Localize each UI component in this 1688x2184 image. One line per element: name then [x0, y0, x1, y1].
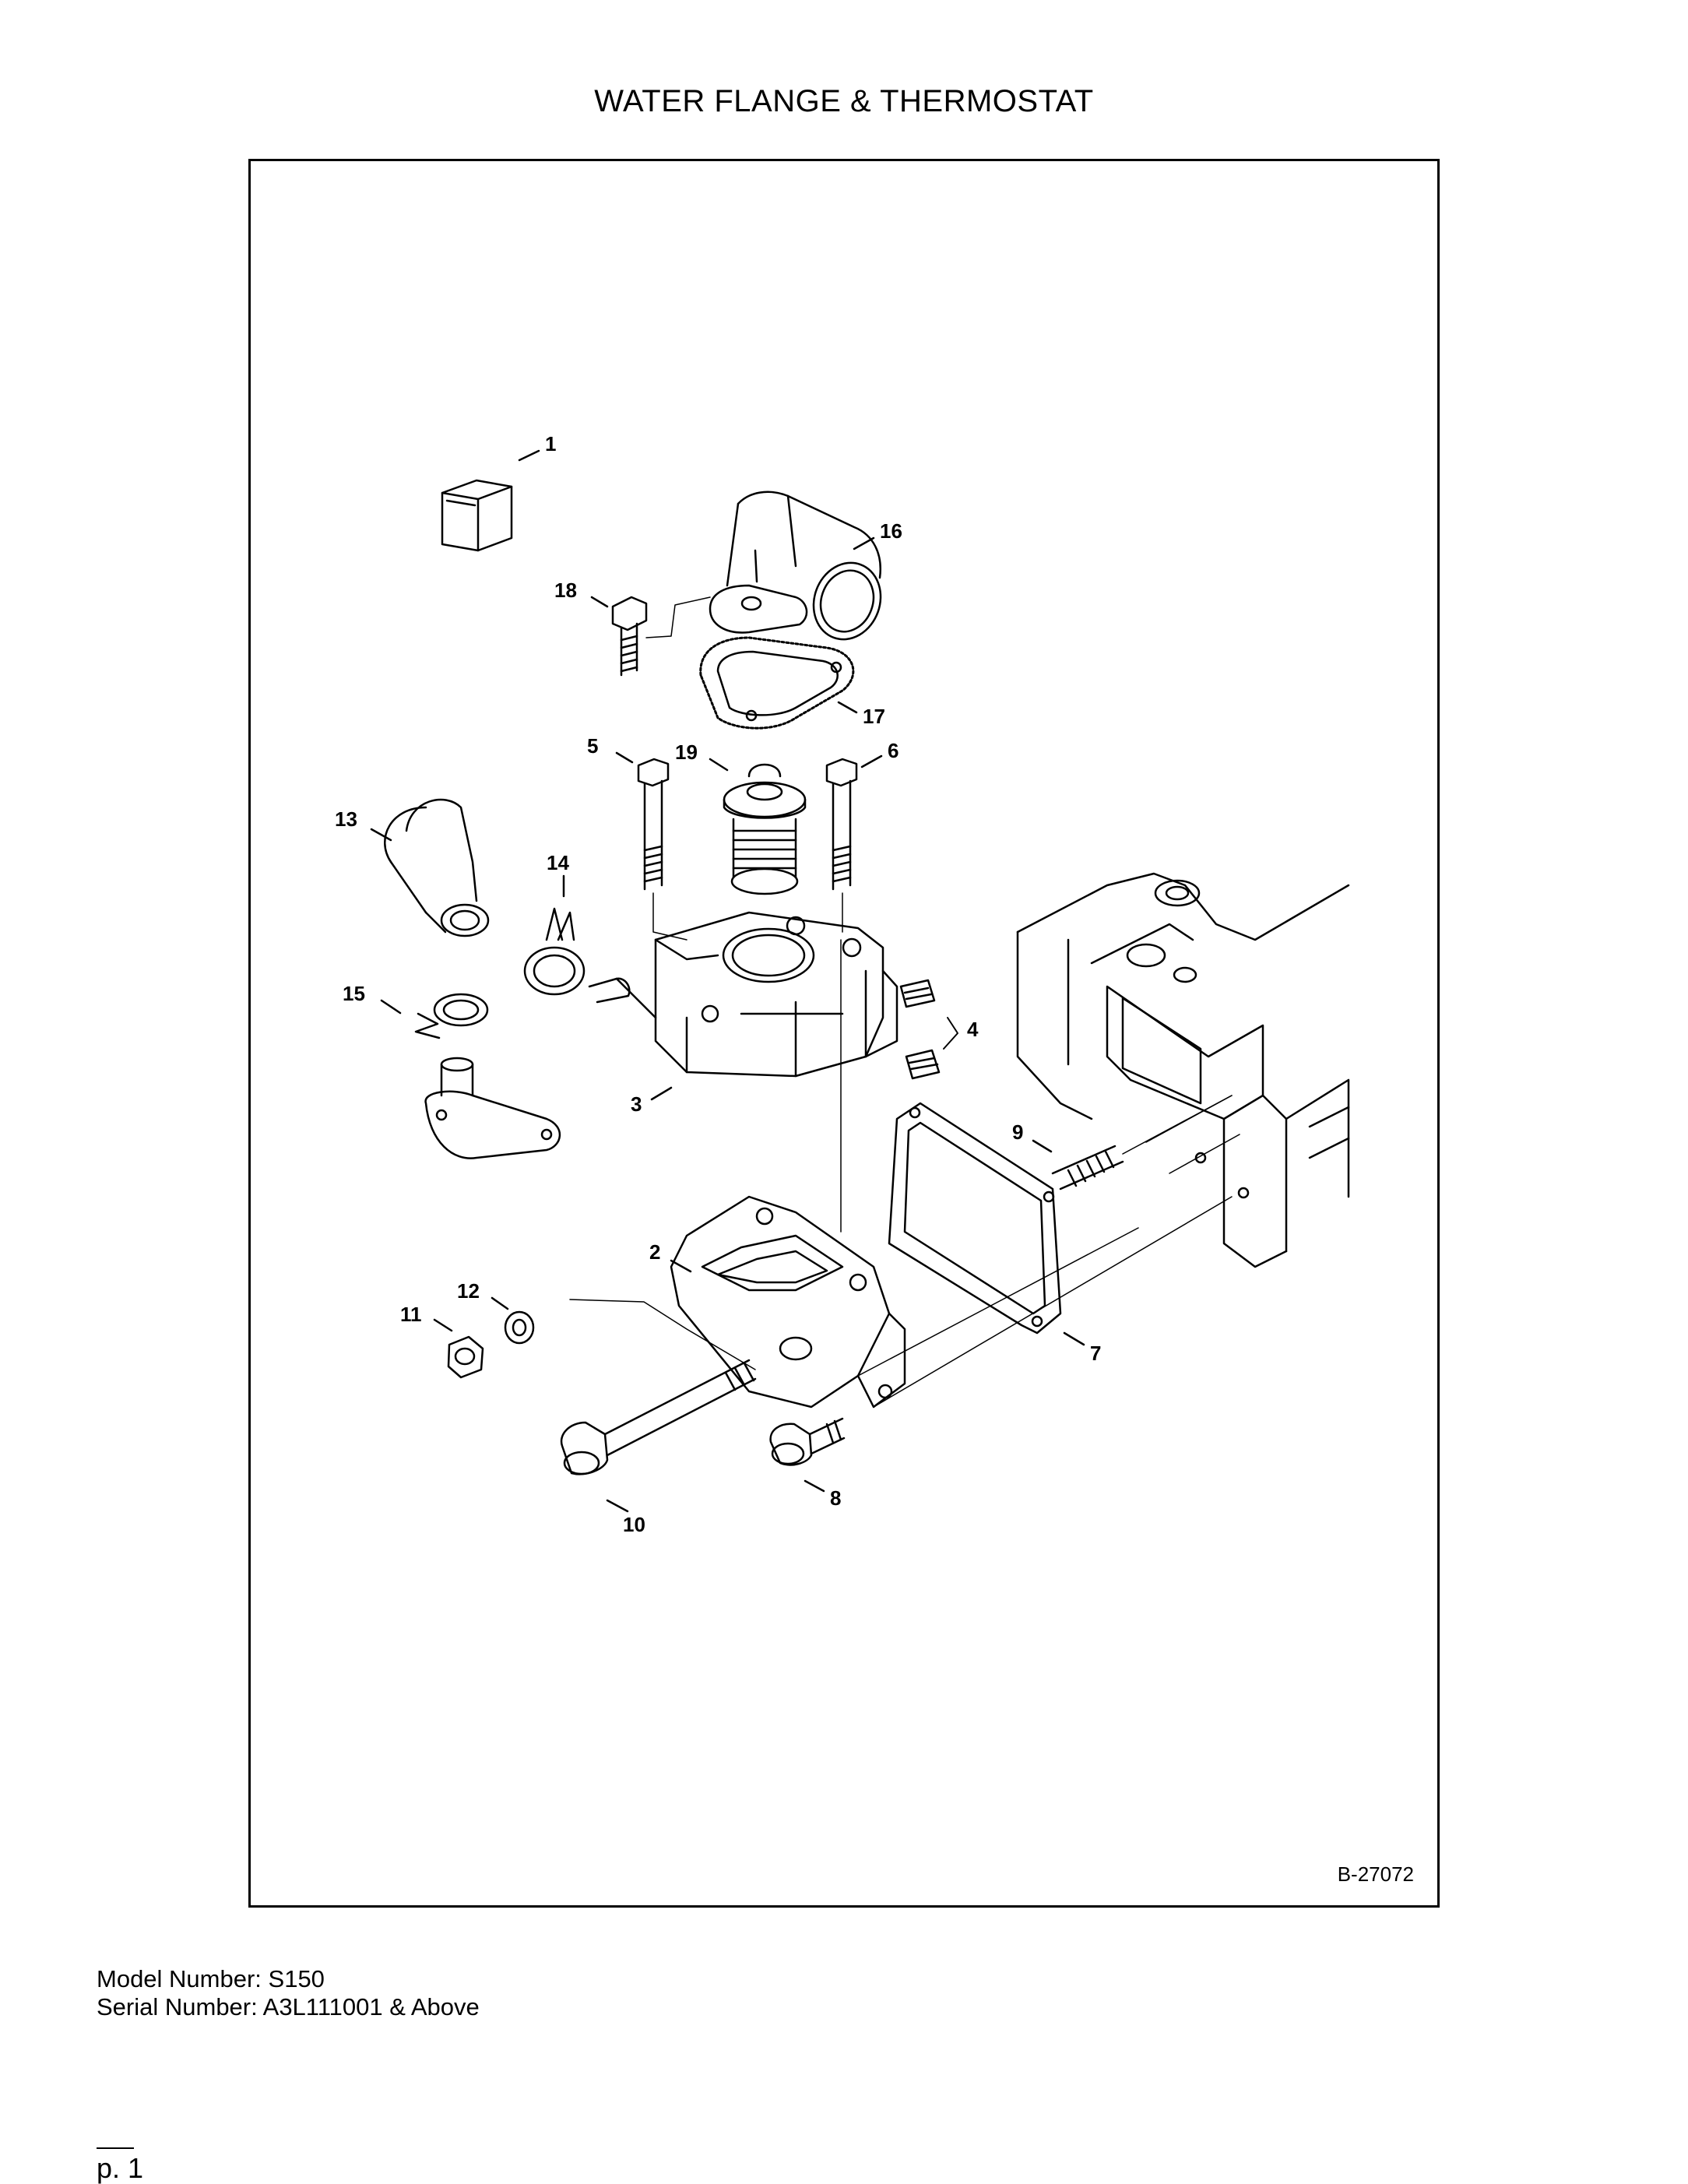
page-number: p. 1	[97, 2152, 144, 2184]
svg-text:18: 18	[554, 579, 577, 602]
callout-7: 7	[1063, 1331, 1101, 1365]
svg-text:1: 1	[545, 432, 556, 455]
svg-text:9: 9	[1012, 1120, 1023, 1144]
page-title: WATER FLANGE & THERMOSTAT	[594, 84, 1094, 118]
callout-13: 13	[335, 807, 392, 842]
callout-16: 16	[853, 519, 902, 550]
part-19-thermostat	[723, 763, 807, 895]
callout-14: 14	[547, 851, 569, 898]
drawing-reference-code: B-27072	[1337, 1862, 1414, 1886]
callout-8: 8	[804, 1479, 841, 1510]
exploded-parts-diagram: 1 16 18 17 5 19	[335, 432, 1350, 1536]
svg-text:2: 2	[649, 1240, 660, 1264]
part-5-long-bolt	[637, 758, 688, 941]
part-7-flange-gasket	[888, 1102, 1062, 1335]
model-info: Model Number: S150 Serial Number: A3L111…	[97, 1965, 480, 2021]
svg-text:17: 17	[863, 705, 885, 728]
callout-18: 18	[554, 579, 609, 608]
part-11-nut	[447, 1335, 484, 1379]
part-16-water-outlet-elbow	[709, 491, 882, 641]
part-6-long-bolt	[825, 758, 858, 1233]
part-10-long-bolt	[560, 1299, 757, 1475]
svg-text:15: 15	[343, 982, 365, 1005]
callout-2: 2	[649, 1240, 692, 1273]
callout-15: 15	[343, 982, 402, 1015]
part-14-hose-clamp	[523, 907, 657, 1019]
callout-5: 5	[587, 734, 634, 764]
callout-10: 10	[606, 1499, 645, 1536]
svg-text:5: 5	[587, 734, 598, 758]
part-2-water-flange	[670, 1195, 1233, 1409]
part-3-thermostat-housing	[654, 911, 899, 1078]
svg-text:11: 11	[400, 1303, 422, 1326]
part-8-bolt	[769, 1417, 846, 1466]
part-13-water-hose	[384, 798, 490, 937]
svg-text:10: 10	[623, 1513, 645, 1536]
page-divider	[97, 2147, 134, 2149]
callout-11: 11	[400, 1303, 453, 1332]
callout-6: 6	[860, 739, 899, 768]
callout-3: 3	[631, 1086, 673, 1116]
model-number: Model Number: S150	[97, 1965, 325, 1992]
engine-block	[1016, 872, 1350, 1268]
callout-4: 4	[967, 1018, 979, 1041]
svg-text:12: 12	[457, 1279, 480, 1303]
svg-text:14: 14	[547, 851, 569, 874]
svg-text:13: 13	[335, 807, 357, 831]
svg-text:8: 8	[830, 1486, 841, 1510]
svg-text:3: 3	[631, 1092, 642, 1116]
callout-19: 19	[675, 740, 729, 772]
svg-text:6: 6	[888, 739, 899, 762]
part-18-bolt	[611, 596, 711, 677]
part-12-washer	[504, 1310, 535, 1345]
svg-text:16: 16	[880, 519, 902, 543]
callout-9: 9	[1012, 1120, 1053, 1153]
part-4-plugs	[899, 979, 958, 1080]
serial-number: Serial Number: A3L111001 & Above	[97, 1993, 480, 2020]
part-15-hose-clamp	[414, 993, 561, 1159]
svg-text:7: 7	[1090, 1342, 1101, 1365]
part-17-outlet-gasket	[699, 636, 855, 730]
callout-1: 1	[518, 432, 556, 462]
part-1-sealant-box	[441, 479, 513, 552]
callout-17: 17	[837, 701, 885, 728]
callout-12: 12	[457, 1279, 509, 1310]
svg-text:4: 4	[967, 1018, 979, 1041]
diagram-frame: 1 16 18 17 5 19	[248, 159, 1440, 1908]
svg-text:19: 19	[675, 740, 698, 764]
